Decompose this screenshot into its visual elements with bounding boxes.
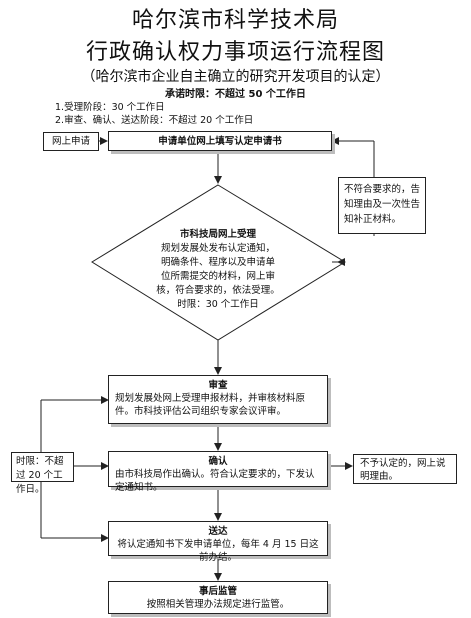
commitment-time-limit: 承诺时限：不超过 50 个工作日 bbox=[165, 89, 306, 100]
fill-application-box: 申请单位网上填写认定申请书 bbox=[108, 131, 332, 151]
deliver-title: 送达 bbox=[208, 526, 228, 537]
page-title-line1: 哈尔滨市科学技术局 bbox=[131, 8, 339, 33]
deliver-body: 将认定通知书下发申请单位，每年 4 月 15 日这前办结。 bbox=[117, 539, 319, 563]
stage-note-2: 2.审查、确认、送达阶段：不超过 20 个工作日 bbox=[55, 115, 254, 126]
accept-decision-text: 市科技局网上受理 规划发展处发布认定通知， 明确条件、程序以及申请单 位所需提交… bbox=[132, 228, 304, 312]
deliver-box: 送达 将认定通知书下发申请单位，每年 4 月 15 日这前办结。 bbox=[108, 521, 328, 563]
supervise-title: 事后监管 bbox=[198, 586, 237, 597]
confirm-box: 确认 由市科技局作出确认。符合认定要求的，下发认定通知书。 bbox=[108, 451, 328, 493]
accept-title: 市科技局网上受理 bbox=[179, 229, 256, 240]
supervise-body: 按照相关管理办法规定进行监管。 bbox=[146, 599, 290, 610]
accept-line-2: 明确条件、程序以及申请单 bbox=[160, 257, 275, 268]
page-subtitle: （哈尔滨市企业自主确立的研究开发项目的认定） bbox=[81, 69, 390, 85]
time-limit-box: 时限：不超过 20 个工作日。 bbox=[11, 452, 74, 495]
confirm-body: 由市科技局作出确认。符合认定要求的，下发认定通知书。 bbox=[115, 469, 315, 493]
review-body: 规划发展处网上受理申报材料，并审核材料原件。市科技评估公司组织专家会议评审。 bbox=[115, 393, 306, 417]
review-box: 审查 规划发展处网上受理申报材料，并审核材料原件。市科技评估公司组织专家会议评审… bbox=[108, 375, 328, 424]
accept-line-4: 核，符合要求的，依法受理。 bbox=[156, 285, 280, 296]
confirm-title: 确认 bbox=[208, 456, 228, 467]
page-title-line2: 行政确认权力事项运行流程图 bbox=[85, 40, 385, 65]
supervise-box: 事后监管 按照相关管理办法规定进行监管。 bbox=[108, 581, 328, 614]
stage-note-1: 1.受理阶段：30 个工作日 bbox=[55, 102, 165, 113]
not-confirm-box: 不予认定的，网上说明理由。 bbox=[353, 454, 457, 484]
reject-info-box: 不符合要求的，告知理由及一次性告知补正材料。 bbox=[338, 177, 426, 234]
accept-line-1: 规划发展处发布认定通知， bbox=[160, 243, 275, 254]
review-title: 审查 bbox=[208, 380, 228, 391]
online-apply-box: 网上申请 bbox=[43, 132, 99, 151]
accept-line-3: 位所需提交的材料，网上审 bbox=[160, 271, 275, 282]
accept-line-5: 时限：30 个工作日 bbox=[177, 299, 259, 310]
